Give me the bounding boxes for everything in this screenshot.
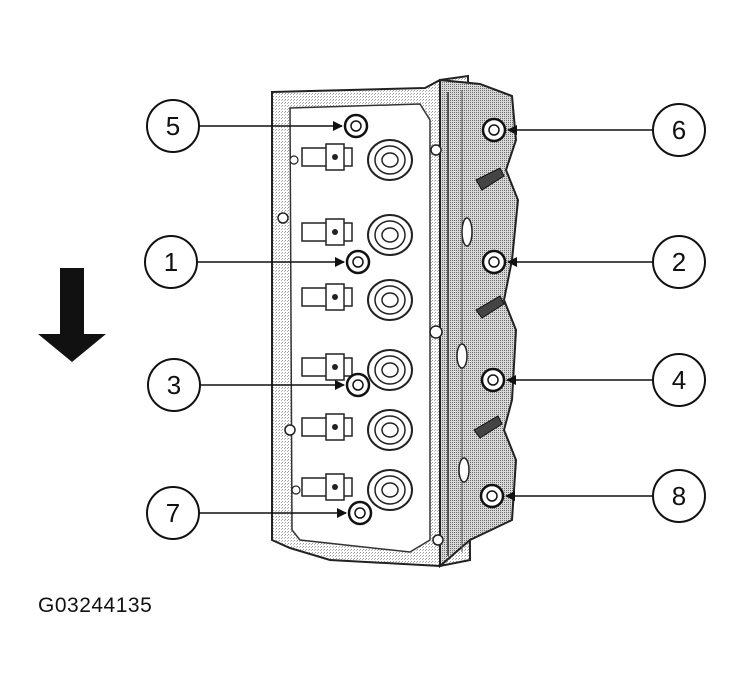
valve-spring-row-3 bbox=[301, 279, 413, 321]
callout-5: 5 bbox=[146, 99, 200, 153]
valve-assemblies bbox=[301, 139, 413, 511]
valve-spring-row-2 bbox=[301, 214, 413, 256]
callout-3: 3 bbox=[147, 358, 201, 412]
callout-1: 1 bbox=[144, 235, 198, 289]
callout-4: 4 bbox=[652, 353, 706, 407]
valve-spring-row-1 bbox=[301, 139, 413, 181]
bolt-3 bbox=[345, 372, 371, 398]
bolt-5 bbox=[343, 113, 369, 139]
bolt-2 bbox=[481, 249, 507, 275]
callout-7-number: 7 bbox=[166, 498, 180, 528]
callout-5-number: 5 bbox=[166, 111, 180, 141]
leader-lines bbox=[197, 121, 653, 518]
callout-2-number: 2 bbox=[672, 247, 686, 277]
callout-8: 8 bbox=[652, 469, 706, 523]
bolt-8 bbox=[479, 483, 505, 509]
callout-3-number: 3 bbox=[167, 370, 181, 400]
bolt-1 bbox=[345, 249, 371, 275]
callout-7: 7 bbox=[146, 486, 200, 540]
callout-2: 2 bbox=[652, 235, 706, 289]
direction-arrow-down-icon bbox=[38, 268, 106, 362]
callout-4-number: 4 bbox=[672, 365, 686, 395]
callout-1-number: 1 bbox=[164, 247, 178, 277]
callout-8-number: 8 bbox=[672, 481, 686, 511]
bolt-4 bbox=[480, 367, 506, 393]
figure-id-label: G03244135 bbox=[38, 594, 153, 617]
bolt-7 bbox=[347, 500, 373, 526]
valve-spring-row-5 bbox=[301, 409, 413, 451]
callout-6: 6 bbox=[652, 103, 706, 157]
spark-plugs bbox=[473, 167, 505, 439]
exhaust-rail bbox=[439, 78, 520, 569]
valve-spring-row-6 bbox=[301, 469, 413, 511]
callout-6-number: 6 bbox=[672, 115, 686, 145]
head-bolts bbox=[343, 113, 507, 526]
bolt-6 bbox=[481, 117, 507, 143]
valve-spring-row-4 bbox=[301, 349, 413, 391]
